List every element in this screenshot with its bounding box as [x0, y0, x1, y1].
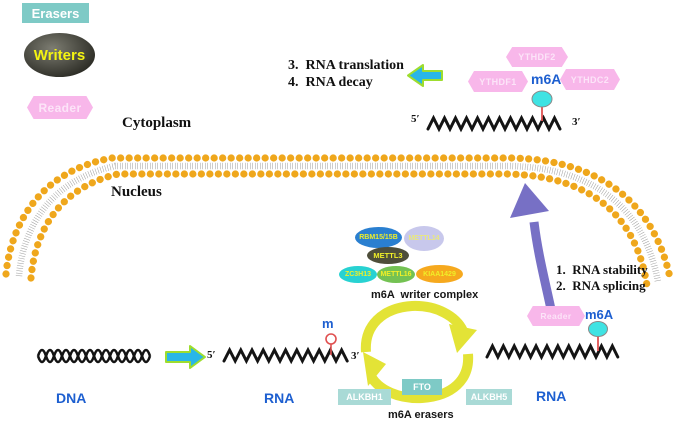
translation-arrow	[407, 64, 443, 87]
rbm15-15b-ellipse: RBM15/15B	[355, 227, 402, 248]
rna-mid-three-prime: 3′	[351, 350, 360, 362]
fto-box: FTO	[402, 379, 442, 395]
nuclear-reader-hexagon: Reader	[527, 306, 585, 326]
mettl3-ellipse: METTL3	[367, 247, 409, 264]
ythdc2-hexagon: YTHDC2	[560, 69, 620, 90]
nuclear-export-arrow	[510, 183, 557, 315]
transcription-arrow	[165, 345, 206, 369]
m6a-erasers-label: m6A erasers	[388, 409, 454, 421]
dna-label: DNA	[56, 390, 87, 406]
methyl-lollipop	[325, 333, 337, 345]
m6a-mark-right-label: m6A	[585, 307, 614, 322]
ythdf2-hexagon: YTHDF2	[506, 47, 568, 67]
kiaa1429-ellipse: KIAA1429	[416, 265, 463, 283]
methyl-mark-label: m	[322, 316, 334, 331]
dna-double-helix	[36, 348, 152, 364]
mettl14-ellipse: METTL14	[404, 226, 444, 251]
m6a-mark-top-label: m6A	[531, 71, 562, 87]
nuclear-membrane	[2, 154, 674, 290]
rna-top-three-prime: 3′	[572, 116, 581, 128]
m6a-cycle-arrow-top	[360, 300, 468, 353]
mettl16-ellipse: METTL16	[377, 266, 415, 283]
cytoplasm-label: Cytoplasm	[122, 115, 192, 131]
ythdf1-hexagon: YTHDF1	[468, 71, 528, 92]
process-rna-stability: 1. RNA stability	[556, 262, 648, 277]
nuclear-membrane-inner-leaflet	[27, 170, 651, 290]
m6a-oval-top	[531, 90, 553, 108]
legend-reader-hexagon: Reader	[27, 96, 93, 119]
rna-wave-right	[485, 342, 620, 361]
alkbh1-box: ALKBH1	[338, 389, 391, 405]
zc3h13-ellipse: ZC3H13	[339, 266, 377, 283]
rna-right-label: RNA	[536, 388, 567, 404]
nucleus-label: Nucleus	[111, 184, 162, 200]
m6a-oval-right	[588, 321, 608, 337]
rna-mid-label: RNA	[264, 390, 295, 406]
process-rna-translation: 3. RNA translation	[288, 58, 404, 73]
rna-wave-top	[426, 114, 562, 133]
nuclear-membrane-outer-leaflet	[2, 154, 674, 282]
m6a-cycle-arrow-bottom	[367, 353, 474, 404]
rna-wave-middle	[222, 346, 349, 365]
process-rna-decay: 4. RNA decay	[288, 75, 373, 90]
rna-mid-five-prime: 5′	[207, 349, 216, 361]
rna-top-five-prime: 5′	[411, 113, 420, 125]
m6a-cycle-arrows	[360, 300, 477, 404]
legend-erasers-box: Erasers	[22, 3, 89, 23]
process-rna-splicing: 2. RNA splicing	[556, 278, 646, 293]
alkbh5-box: ALKBH5	[466, 389, 512, 405]
writer-complex-label: m6A writer complex	[371, 289, 479, 301]
legend-writers-ellipse: Writers	[24, 33, 95, 77]
